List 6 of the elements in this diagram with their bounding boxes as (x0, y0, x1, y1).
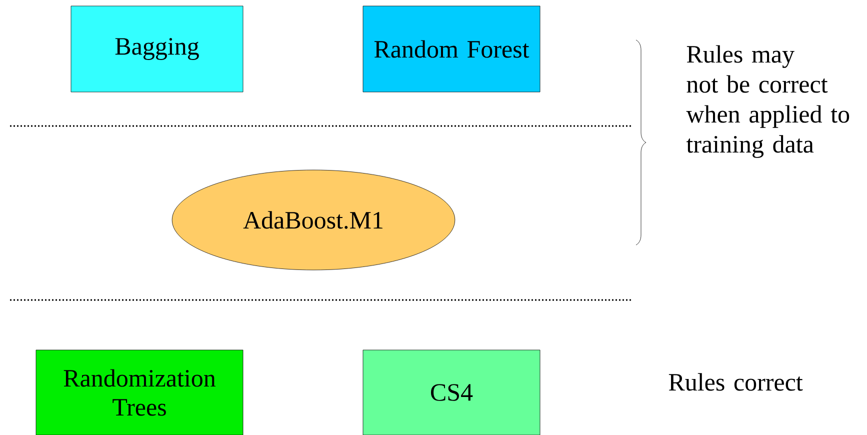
method-box: CS4 (362, 350, 540, 435)
method-box: Random Forest (362, 6, 540, 92)
note-text: Rules correct (668, 373, 803, 391)
method-box: Bagging (70, 6, 244, 92)
note-text: Rules may not be correct when applied to training data (686, 45, 850, 158)
method-box: Randomization Trees (36, 350, 244, 435)
